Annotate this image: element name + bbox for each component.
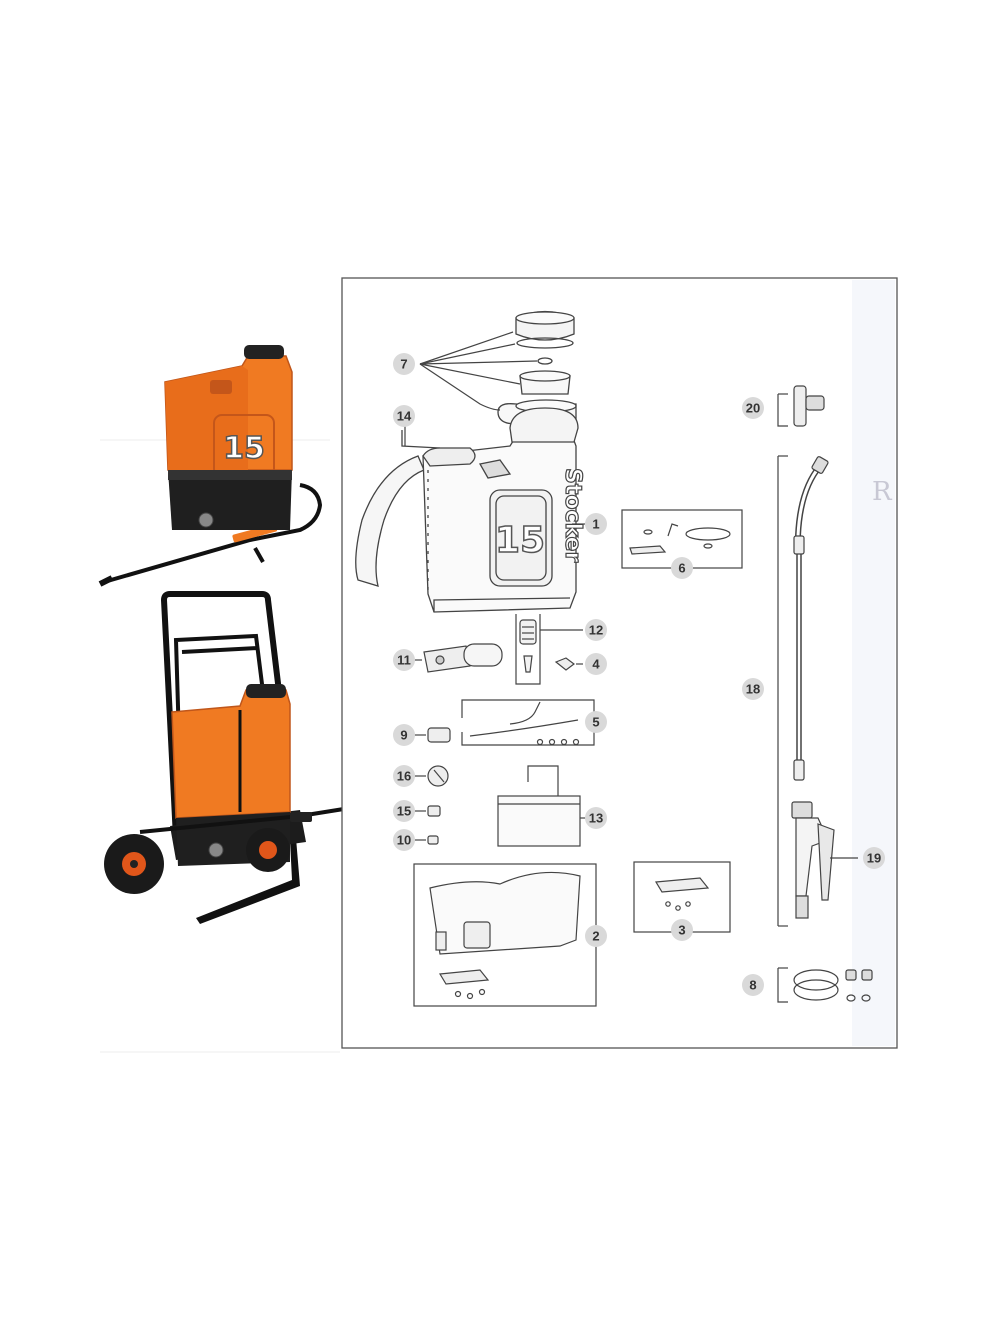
part-number-12: 12 — [589, 623, 603, 638]
part-number-3: 3 — [678, 923, 685, 938]
part-badge-3 — [671, 919, 693, 941]
part-badge-11 — [393, 649, 415, 671]
base-drawing — [413, 863, 597, 1007]
part-badge-6 — [671, 557, 693, 579]
valve-drawing — [777, 385, 825, 427]
part-number-6: 6 — [678, 561, 685, 576]
tank-drawing: 15 Stocker — [355, 407, 586, 613]
lance-drawing — [777, 455, 858, 927]
part-badge-18 — [742, 678, 764, 700]
part-badge-12 — [585, 619, 607, 641]
part-number-5: 5 — [592, 715, 599, 730]
part-badge-2 — [585, 925, 607, 947]
part-number-2: 2 — [592, 929, 599, 944]
pad-kit-drawing — [633, 861, 731, 933]
part-number-20: 20 — [746, 401, 760, 416]
backpack-tank-number: 15 — [223, 431, 265, 466]
part-badge-13 — [585, 807, 607, 829]
part-badge-4 — [585, 653, 607, 675]
part-number-16: 16 — [397, 769, 411, 784]
tank-number: 15 — [495, 520, 545, 561]
filter-drawing — [515, 614, 583, 685]
battery-drawing — [497, 765, 586, 847]
part-badge-1 — [585, 513, 607, 535]
part-number-15: 15 — [397, 804, 411, 819]
part-badge-7 — [393, 353, 415, 375]
part-badge-9 — [393, 724, 415, 746]
part-number-8: 8 — [749, 978, 756, 993]
small-parts-drawing — [413, 727, 451, 845]
pump-drawing — [410, 643, 503, 673]
part-number-13: 13 — [589, 811, 603, 826]
part-badge-16 — [393, 765, 415, 787]
part-badge-19 — [863, 847, 885, 869]
trolley-sprayer-photo — [104, 591, 366, 924]
part-badge-10 — [393, 829, 415, 851]
tank-brand: Stocker — [560, 468, 585, 562]
hose-coil-drawing — [777, 967, 873, 1003]
part-number-9: 9 — [400, 728, 407, 743]
part-number-18: 18 — [746, 682, 760, 697]
part-badge-20 — [742, 397, 764, 419]
callout-lines-7 — [419, 331, 538, 411]
part-number-19: 19 — [867, 851, 881, 866]
part-number-11: 11 — [397, 653, 411, 668]
part-number-10: 10 — [397, 833, 411, 848]
part-number-7: 7 — [400, 357, 407, 372]
handwritten-note: R — [872, 477, 893, 507]
part-badge-14 — [393, 405, 415, 427]
part-number-4: 4 — [592, 657, 600, 672]
part-badge-8 — [742, 974, 764, 996]
backpack-sprayer-photo: 15 — [98, 345, 323, 587]
part-number-1: 1 — [592, 517, 599, 532]
part-badge-15 — [393, 800, 415, 822]
part-number-14: 14 — [397, 409, 412, 424]
part-badge-5 — [585, 711, 607, 733]
